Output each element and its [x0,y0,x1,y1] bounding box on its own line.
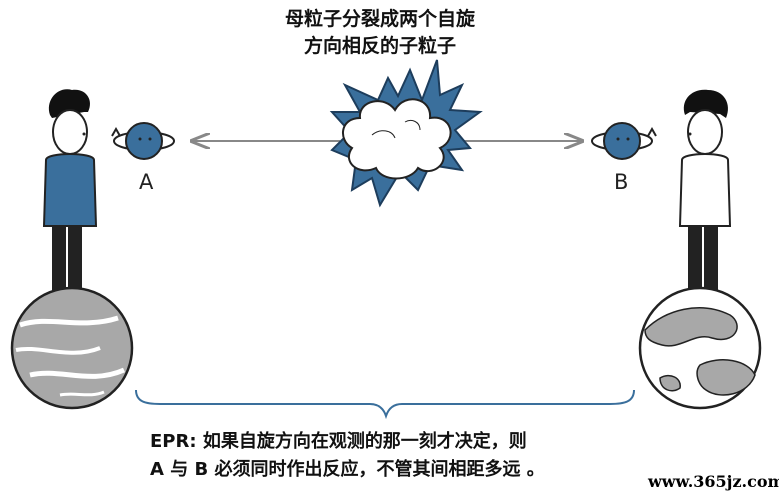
brace-icon [135,389,635,420]
particle-a-icon [111,122,175,160]
title-line-1: 母粒子分裂成两个自旋 [284,8,475,30]
right-person-icon [678,89,732,303]
title-line-2: 方向相反的子粒子 [303,35,456,57]
caption-line-2: A 与 B 必须同时作出反应，不管其间相距多远 。 [150,459,545,480]
left-planet-icon [10,286,134,410]
diagram-title: 母粒子分裂成两个自旋 方向相反的子粒子 [250,6,510,60]
particle-b-icon [591,122,657,160]
particle-b-label: B [614,170,629,194]
caption-line-1: EPR: 如果自旋方向在观测的那一刻才决定，则 [150,431,527,452]
watermark: www.365jz.com [648,472,779,491]
particle-a-label: A [139,170,154,194]
earth-globe-icon [638,286,762,410]
explosion-burst-icon [329,59,483,208]
left-person-icon [42,89,98,303]
caption: EPR: 如果自旋方向在观测的那一刻才决定，则 A 与 B 必须同时作出反应，不… [150,428,650,484]
